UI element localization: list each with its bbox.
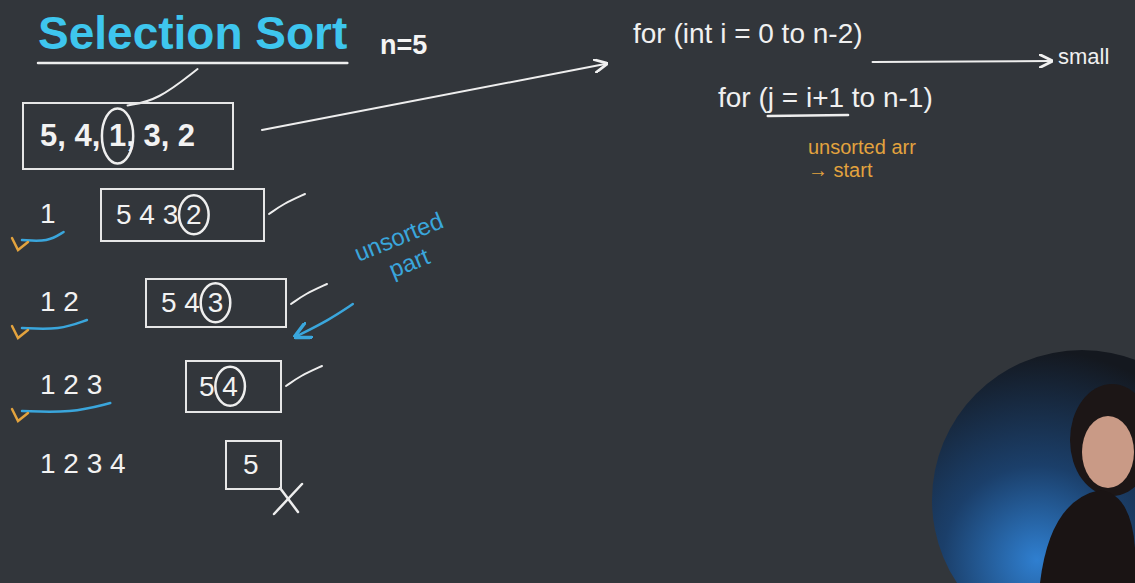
array-values: 5 4	[199, 370, 238, 404]
sorted-underline	[22, 232, 64, 241]
presenter-body	[1040, 490, 1135, 583]
sorted-underline	[22, 403, 110, 412]
presenter-head	[1070, 384, 1135, 496]
title-underline	[38, 62, 347, 65]
title: Selection Sort	[38, 6, 347, 60]
check-stroke	[291, 284, 327, 304]
code-line: for (j = i+1 to n-1)	[718, 82, 933, 114]
check-stroke	[128, 69, 198, 105]
array-values: 5, 4, 1, 3, 2	[40, 117, 195, 154]
annotation: unsorted arr → start	[808, 136, 933, 182]
note-arrow	[873, 61, 1050, 62]
annotation-arrow	[297, 304, 353, 336]
sorted-tick	[12, 409, 28, 421]
code-line: for (int i = 0 to n-2)	[633, 18, 863, 50]
array-box: 5 4 3	[145, 278, 287, 328]
code-underline	[768, 115, 848, 116]
array-box: 5 4	[185, 360, 282, 413]
array-box: 5	[225, 440, 282, 490]
sorted-part: 1 2	[40, 286, 79, 318]
sorted-part: 1	[40, 198, 56, 230]
presenter-face	[1082, 416, 1134, 488]
sorted-underline	[22, 320, 87, 329]
flow-arrow	[262, 64, 605, 130]
size-note: n=5	[380, 30, 427, 61]
sorted-tick	[12, 238, 28, 250]
array-values: 5 4 3 2	[116, 198, 202, 232]
sorted-part: 1 2 3	[40, 369, 102, 401]
webcam-circle	[932, 350, 1135, 583]
check-stroke	[269, 194, 305, 214]
code-note: small	[1058, 44, 1109, 70]
webcam-overlay	[932, 350, 1135, 583]
annotation: unsorted part	[339, 202, 469, 298]
check-stroke	[286, 366, 322, 386]
array-values: 5	[243, 448, 259, 482]
sorted-part: 1 2 3 4	[40, 448, 126, 480]
array-box: 5, 4, 1, 3, 2	[22, 102, 234, 170]
array-values: 5 4 3	[161, 286, 223, 320]
cross-mark	[280, 488, 298, 512]
sorted-tick	[12, 326, 28, 338]
array-box: 5 4 3 2	[100, 188, 265, 242]
